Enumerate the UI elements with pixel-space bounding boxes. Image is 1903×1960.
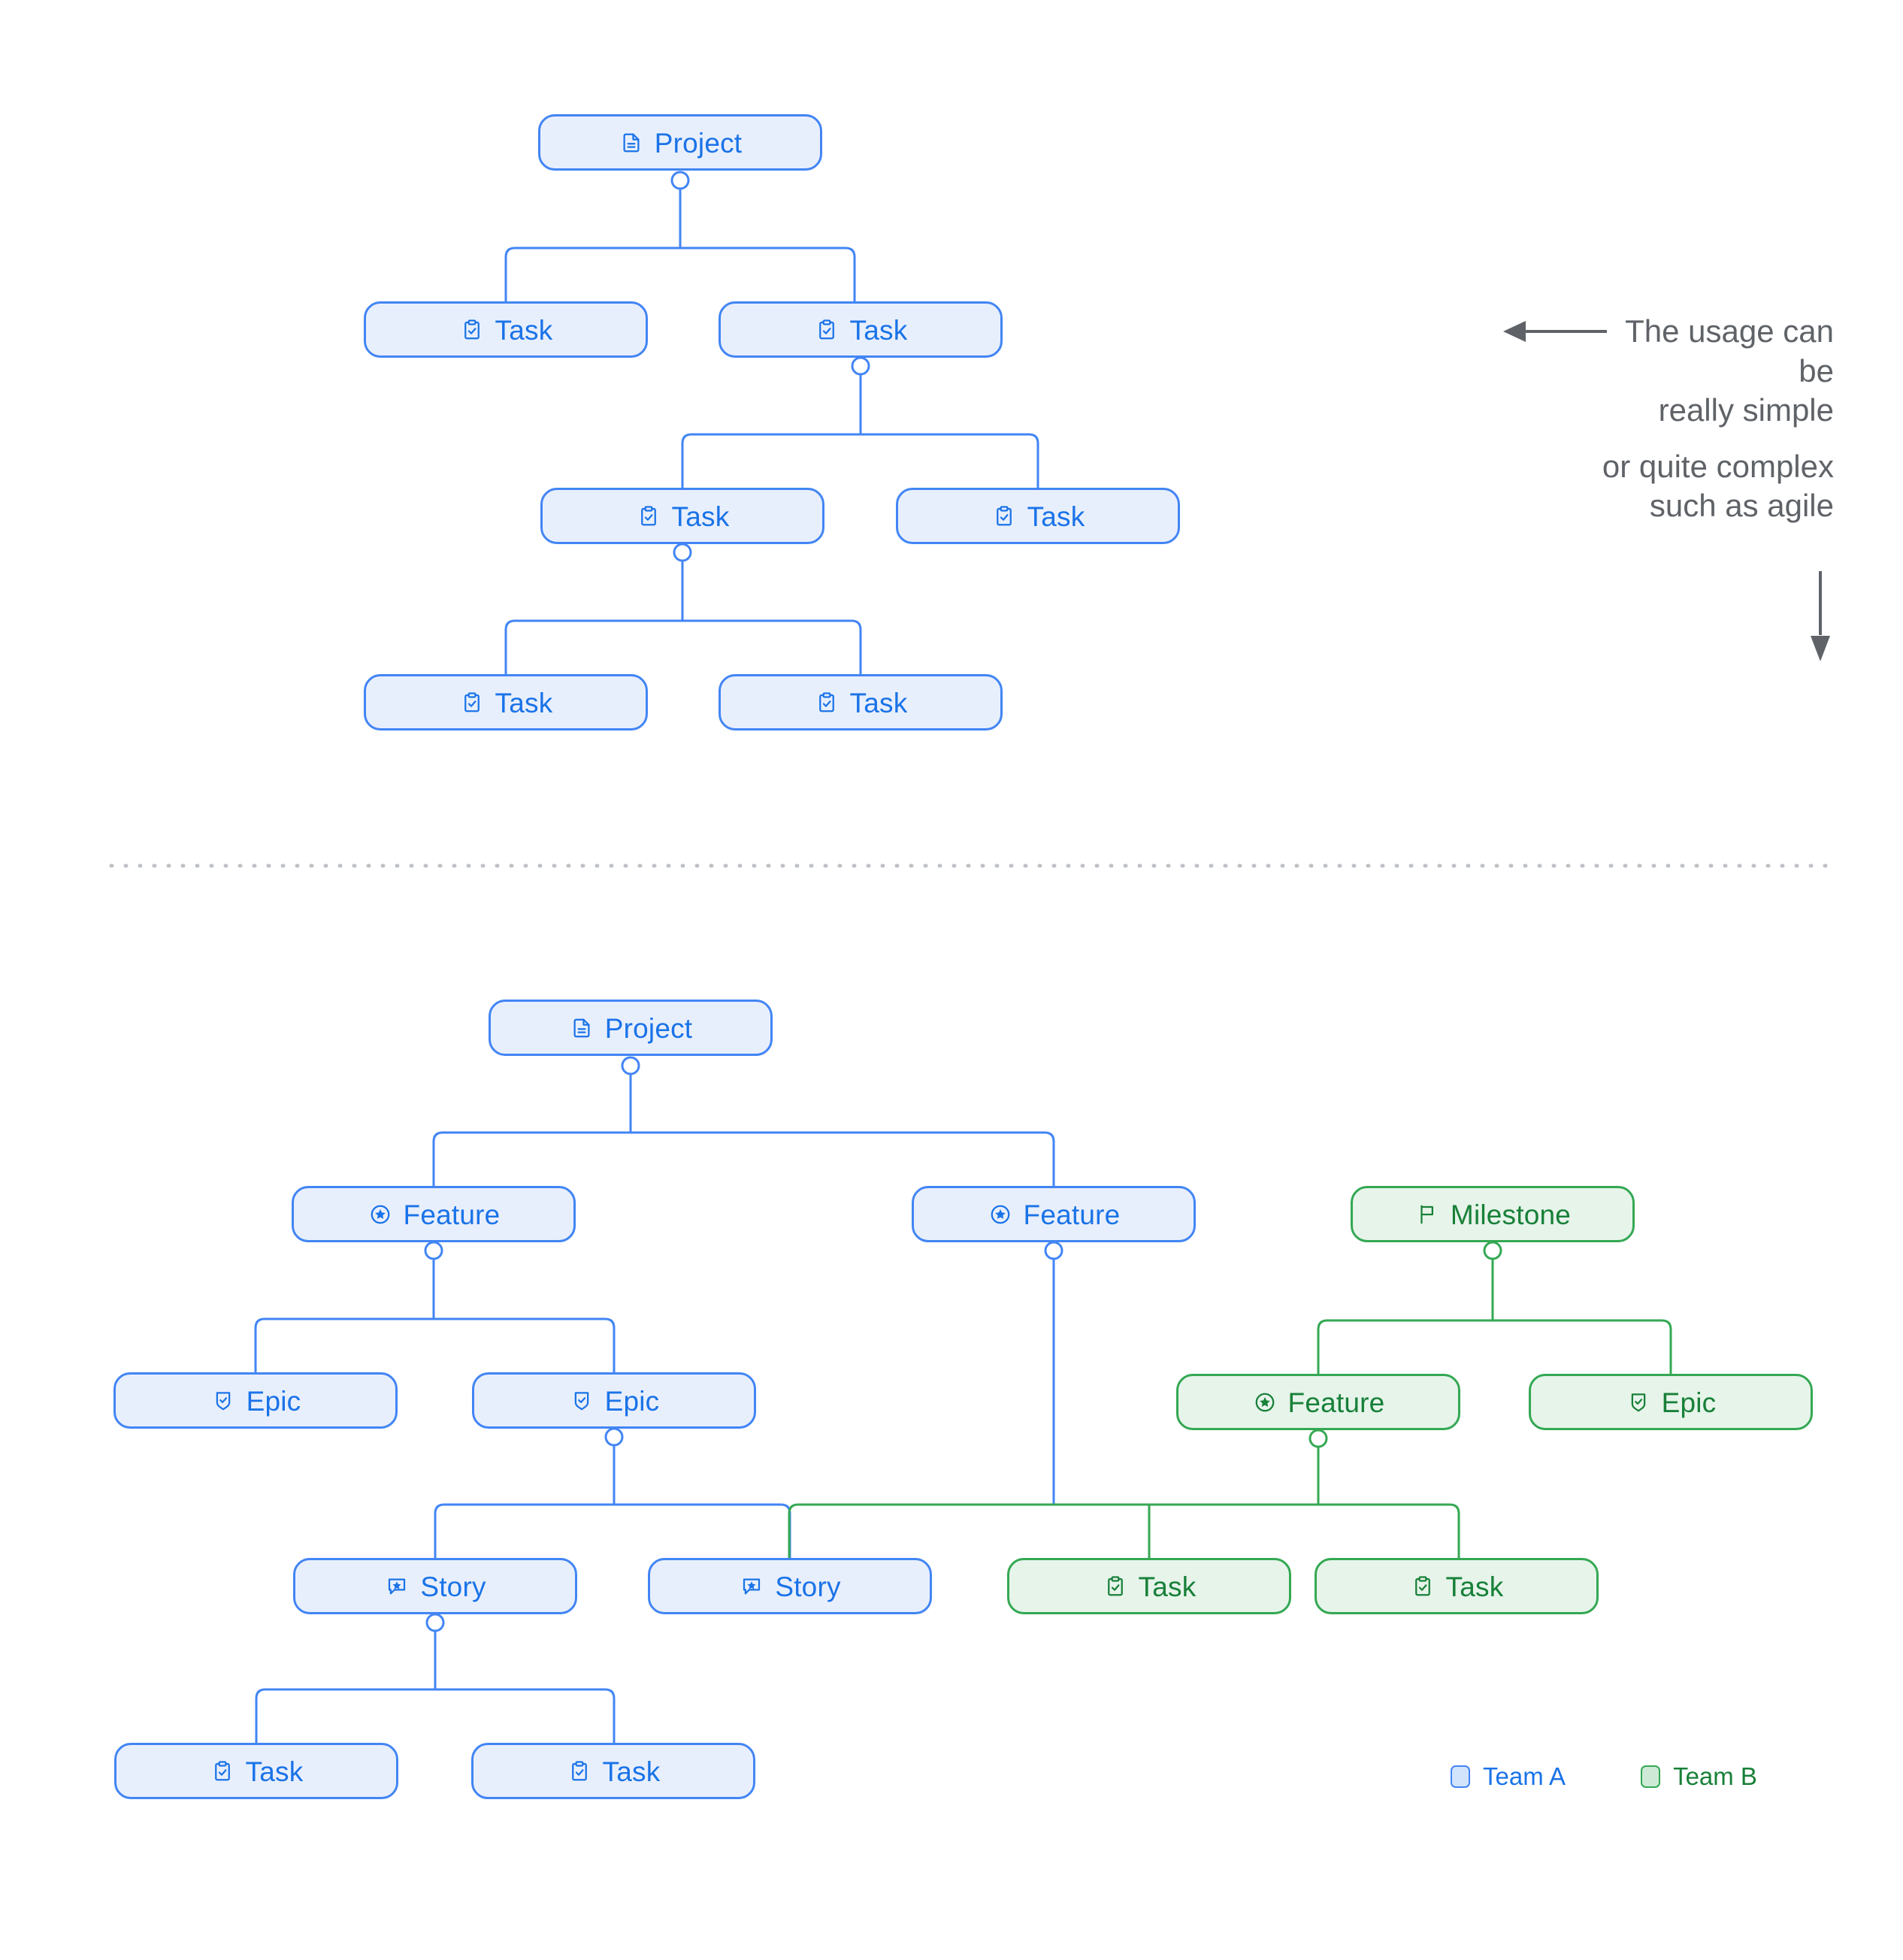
connector-dot	[673, 543, 692, 562]
task-icon	[567, 1759, 592, 1784]
node-label: Project	[604, 1013, 693, 1044]
node-b-story-2[interactable]: Story	[648, 1558, 932, 1614]
node-b-feature-3[interactable]: Feature	[1176, 1374, 1460, 1430]
node-label: Milestone	[1450, 1199, 1572, 1230]
story-icon	[739, 1574, 764, 1599]
feature-icon	[368, 1202, 393, 1227]
connector-dot	[424, 1241, 443, 1260]
legend-item-team-b[interactable]: Team B	[1641, 1762, 1757, 1791]
arrow-left-icon	[1503, 320, 1608, 342]
node-label: Epic	[246, 1386, 301, 1417]
document-icon	[619, 130, 644, 156]
node-label: Task	[1138, 1571, 1197, 1602]
annotation-line-2: really simple	[1658, 392, 1834, 428]
node-t-task-2[interactable]: Task	[719, 301, 1003, 358]
node-t-project[interactable]: Project	[538, 114, 822, 171]
connector-dot	[1483, 1241, 1502, 1260]
epic-icon	[1626, 1390, 1651, 1415]
task-icon	[459, 317, 485, 343]
annotation-line-4: such as agile	[1649, 488, 1834, 523]
document-icon	[569, 1015, 594, 1041]
task-icon	[814, 690, 840, 715]
node-label: Story	[420, 1571, 486, 1602]
edge-task2-children-top	[681, 364, 1039, 488]
node-label: Task	[849, 315, 908, 346]
arrow-down-icon	[1811, 571, 1830, 661]
node-label: Project	[654, 128, 743, 159]
node-t-task-5[interactable]: Task	[364, 674, 648, 730]
node-label: Task	[671, 501, 730, 532]
annotation-text-1: The usage can be	[1625, 313, 1834, 389]
node-label: Task	[602, 1756, 661, 1787]
node-label: Story	[775, 1571, 841, 1602]
connector-dot	[851, 356, 870, 376]
node-b-task-b2[interactable]: Task	[471, 1743, 755, 1799]
node-b-epic-3[interactable]: Epic	[1529, 1374, 1813, 1430]
node-b-epic-2[interactable]: Epic	[472, 1372, 756, 1429]
node-t-task-4[interactable]: Task	[896, 488, 1180, 544]
node-label: Epic	[604, 1386, 660, 1417]
node-b-project[interactable]: Project	[489, 1000, 773, 1056]
annotation-line-3: or quite complex	[1602, 448, 1834, 484]
connector-dot	[621, 1056, 640, 1075]
node-b-story-1[interactable]: Story	[293, 1558, 577, 1614]
team-legend: Team A Team B	[1451, 1762, 1757, 1791]
annotation-line-1: The usage can be	[1473, 312, 1834, 391]
edge-project-tasks-top	[504, 183, 856, 301]
task-icon	[1103, 1574, 1128, 1599]
node-label: Task	[495, 315, 553, 346]
square-swatch-blue-icon	[1451, 1765, 1470, 1788]
node-label: Task	[849, 688, 908, 718]
node-b-task-g2[interactable]: Task	[1315, 1558, 1599, 1614]
edge-story1-tasks	[255, 1620, 616, 1743]
feature-icon	[988, 1202, 1013, 1227]
story-icon	[384, 1574, 410, 1599]
task-icon	[636, 504, 661, 529]
connector-dot	[670, 171, 690, 190]
edge-epic2-stories	[434, 1435, 791, 1558]
edge-task3-children-top	[504, 550, 862, 674]
task-icon	[459, 690, 485, 715]
task-icon	[991, 504, 1017, 529]
node-b-task-g1[interactable]: Task	[1007, 1558, 1291, 1614]
edge-project-features-bottom	[432, 1068, 1055, 1186]
feature-icon	[1252, 1390, 1278, 1415]
node-b-feature-1[interactable]: Feature	[292, 1186, 576, 1242]
edge-green-task-bus	[788, 1503, 1460, 1558]
node-label: Feature	[403, 1199, 501, 1230]
node-t-task-6[interactable]: Task	[719, 674, 1003, 730]
legend-label-team-b: Team B	[1673, 1762, 1757, 1790]
node-label: Task	[1445, 1571, 1504, 1602]
node-t-task-1[interactable]: Task	[364, 301, 648, 358]
connector-dot	[425, 1613, 445, 1632]
milestone-icon	[1414, 1202, 1440, 1227]
node-b-task-b1[interactable]: Task	[114, 1743, 398, 1799]
annotation-note: The usage can be really simple or quite …	[1473, 312, 1834, 526]
epic-icon	[210, 1388, 236, 1414]
connector-dot	[604, 1427, 624, 1447]
node-b-epic-1[interactable]: Epic	[113, 1372, 398, 1429]
connector-dot	[1309, 1429, 1328, 1448]
edge-milestone-children	[1317, 1248, 1672, 1374]
node-label: Feature	[1023, 1199, 1121, 1230]
task-icon	[814, 317, 840, 343]
node-label: Feature	[1287, 1387, 1385, 1418]
epic-icon	[569, 1388, 594, 1414]
legend-label-team-a: Team A	[1483, 1762, 1566, 1790]
node-label: Epic	[1661, 1387, 1717, 1418]
node-label: Task	[1027, 501, 1085, 532]
edge-feature1-epics	[254, 1248, 616, 1372]
node-t-task-3[interactable]: Task	[540, 488, 824, 544]
task-icon	[1410, 1574, 1436, 1599]
square-swatch-green-icon	[1641, 1765, 1661, 1788]
node-b-feature-2[interactable]: Feature	[912, 1186, 1196, 1242]
node-label: Task	[245, 1756, 304, 1787]
connector-dot	[1044, 1241, 1063, 1260]
task-icon	[210, 1759, 235, 1784]
node-b-milestone[interactable]: Milestone	[1351, 1186, 1635, 1242]
node-label: Task	[495, 688, 553, 718]
legend-item-team-a[interactable]: Team A	[1451, 1762, 1566, 1791]
